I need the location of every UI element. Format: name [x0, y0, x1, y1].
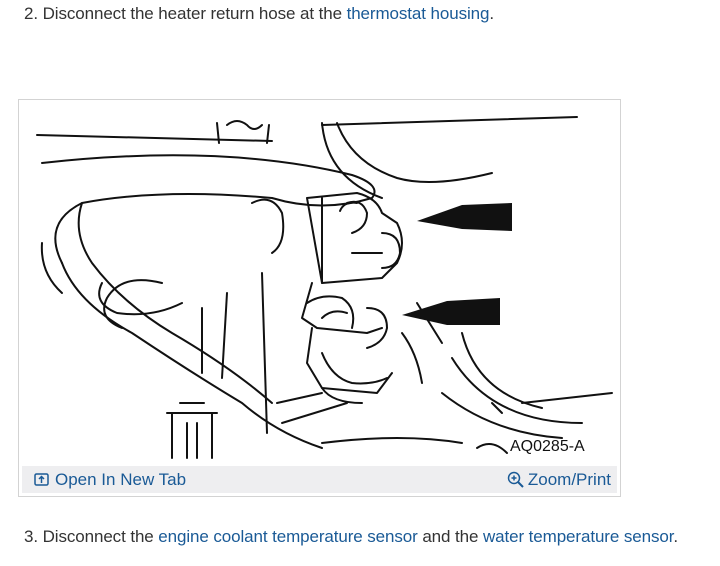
- zoom-plus-icon: [507, 471, 525, 489]
- step-2-prefix: 2. Disconnect the heater return hose at …: [24, 4, 347, 23]
- external-open-icon: [34, 473, 49, 486]
- step-3-text: 3. Disconnect the engine coolant tempera…: [24, 526, 678, 548]
- step-3-suffix: .: [673, 527, 678, 546]
- step-2-suffix: .: [489, 4, 494, 23]
- thermostat-housing-link[interactable]: thermostat housing: [346, 4, 490, 23]
- diagram-image[interactable]: AQ0285-A: [22, 103, 617, 466]
- figure-toolbar: Open In New Tab Zoom/Print: [22, 466, 617, 493]
- engine-diagram-drawing: [36, 116, 613, 459]
- zoom-print-link[interactable]: Zoom/Print: [507, 466, 611, 493]
- open-in-new-tab-label: Open In New Tab: [55, 470, 187, 489]
- step-3-middle: and the: [417, 527, 483, 546]
- diagram-figure: AQ0285-A Open In New Tab Zoom/Print: [18, 99, 621, 497]
- step-3-prefix: 3. Disconnect the: [24, 527, 159, 546]
- open-in-new-tab-link[interactable]: Open In New Tab: [34, 466, 186, 493]
- step-2-text: 2. Disconnect the heater return hose at …: [24, 3, 494, 25]
- figure-code: AQ0285-A: [510, 438, 585, 455]
- water-temperature-sensor-link[interactable]: water temperature sensor: [482, 527, 674, 546]
- engine-coolant-temperature-sensor-link[interactable]: engine coolant temperature sensor: [158, 527, 418, 546]
- zoom-print-label: Zoom/Print: [527, 470, 611, 489]
